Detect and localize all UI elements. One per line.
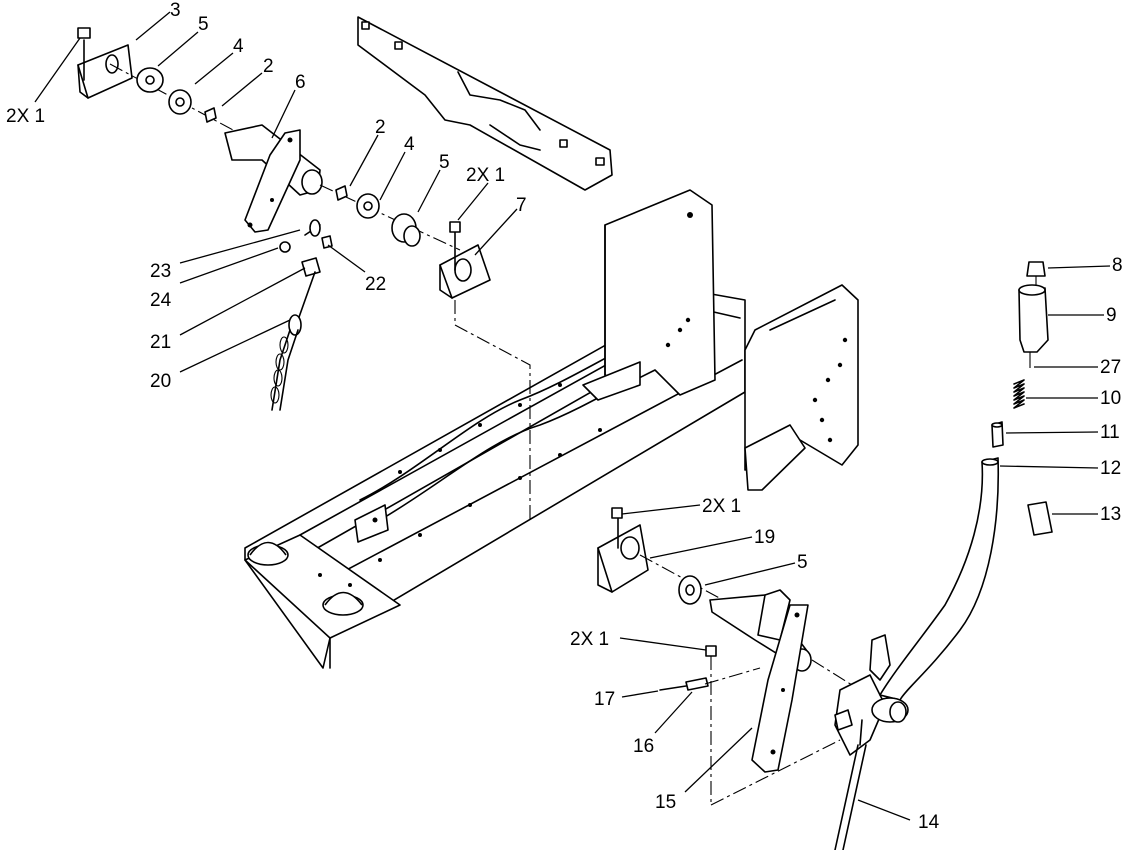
callout-10: 10 — [1100, 388, 1121, 409]
tube-12 — [879, 457, 1000, 701]
callout-12: 12 — [1100, 458, 1121, 479]
callout-7: 7 — [516, 195, 527, 216]
chain-ring — [288, 314, 302, 336]
lower-lever-assembly — [597, 507, 891, 806]
callout-13: 13 — [1100, 504, 1121, 525]
upper-bracket-plate — [357, 16, 613, 191]
callout-3: 3 — [170, 0, 181, 21]
callout-23: 23 — [150, 261, 171, 282]
callout-2x1-bottom: 2X 1 — [570, 629, 609, 650]
callout-24: 24 — [150, 290, 172, 311]
callout-8: 8 — [1112, 255, 1123, 276]
callout-9: 9 — [1106, 305, 1117, 326]
callout-2x1-mid: 2X 1 — [466, 165, 505, 186]
callout-2x1-lower: 2X 1 — [702, 496, 741, 517]
main-frame — [244, 189, 859, 669]
cap-8 — [1026, 261, 1046, 277]
leader-lines — [34, 11, 1111, 821]
callout-17: 17 — [594, 689, 615, 710]
callout-5-lower: 5 — [797, 552, 808, 573]
tag-13 — [1027, 501, 1053, 536]
callout-2-mid: 2 — [375, 117, 386, 138]
callout-6: 6 — [295, 72, 306, 93]
callout-16: 16 — [633, 736, 654, 757]
pin-2 — [204, 107, 217, 123]
lever-15 — [751, 604, 809, 773]
callout-27: 27 — [1100, 357, 1121, 378]
callout-5-mid: 5 — [439, 152, 450, 173]
callout-15: 15 — [655, 792, 676, 813]
callout-2x1-top-left: 2X 1 — [6, 106, 45, 127]
bracket-19 — [597, 524, 649, 593]
callout-11: 11 — [1100, 422, 1120, 443]
callout-5-top: 5 — [198, 14, 209, 35]
bracket-3 — [77, 44, 133, 99]
callout-labels: 2X 1 3 5 4 2 6 2 4 5 2X 1 7 23 24 22 21 … — [6, 0, 1123, 833]
callout-22: 22 — [365, 274, 386, 295]
callout-4-mid: 4 — [404, 134, 415, 155]
grip-9 — [1018, 287, 1049, 353]
spring-10 — [1013, 379, 1025, 409]
callout-19: 19 — [754, 527, 775, 548]
callout-21: 21 — [150, 332, 171, 353]
pin-2b — [335, 185, 348, 201]
frame-holes — [318, 212, 848, 587]
callout-14: 14 — [918, 812, 940, 833]
bolt-icon — [77, 27, 91, 39]
callout-4-top: 4 — [233, 36, 244, 57]
upper-shaft-assembly — [77, 27, 531, 520]
callout-2-top: 2 — [263, 56, 274, 77]
handle-assembly — [834, 261, 1053, 850]
callout-20: 20 — [150, 371, 171, 392]
